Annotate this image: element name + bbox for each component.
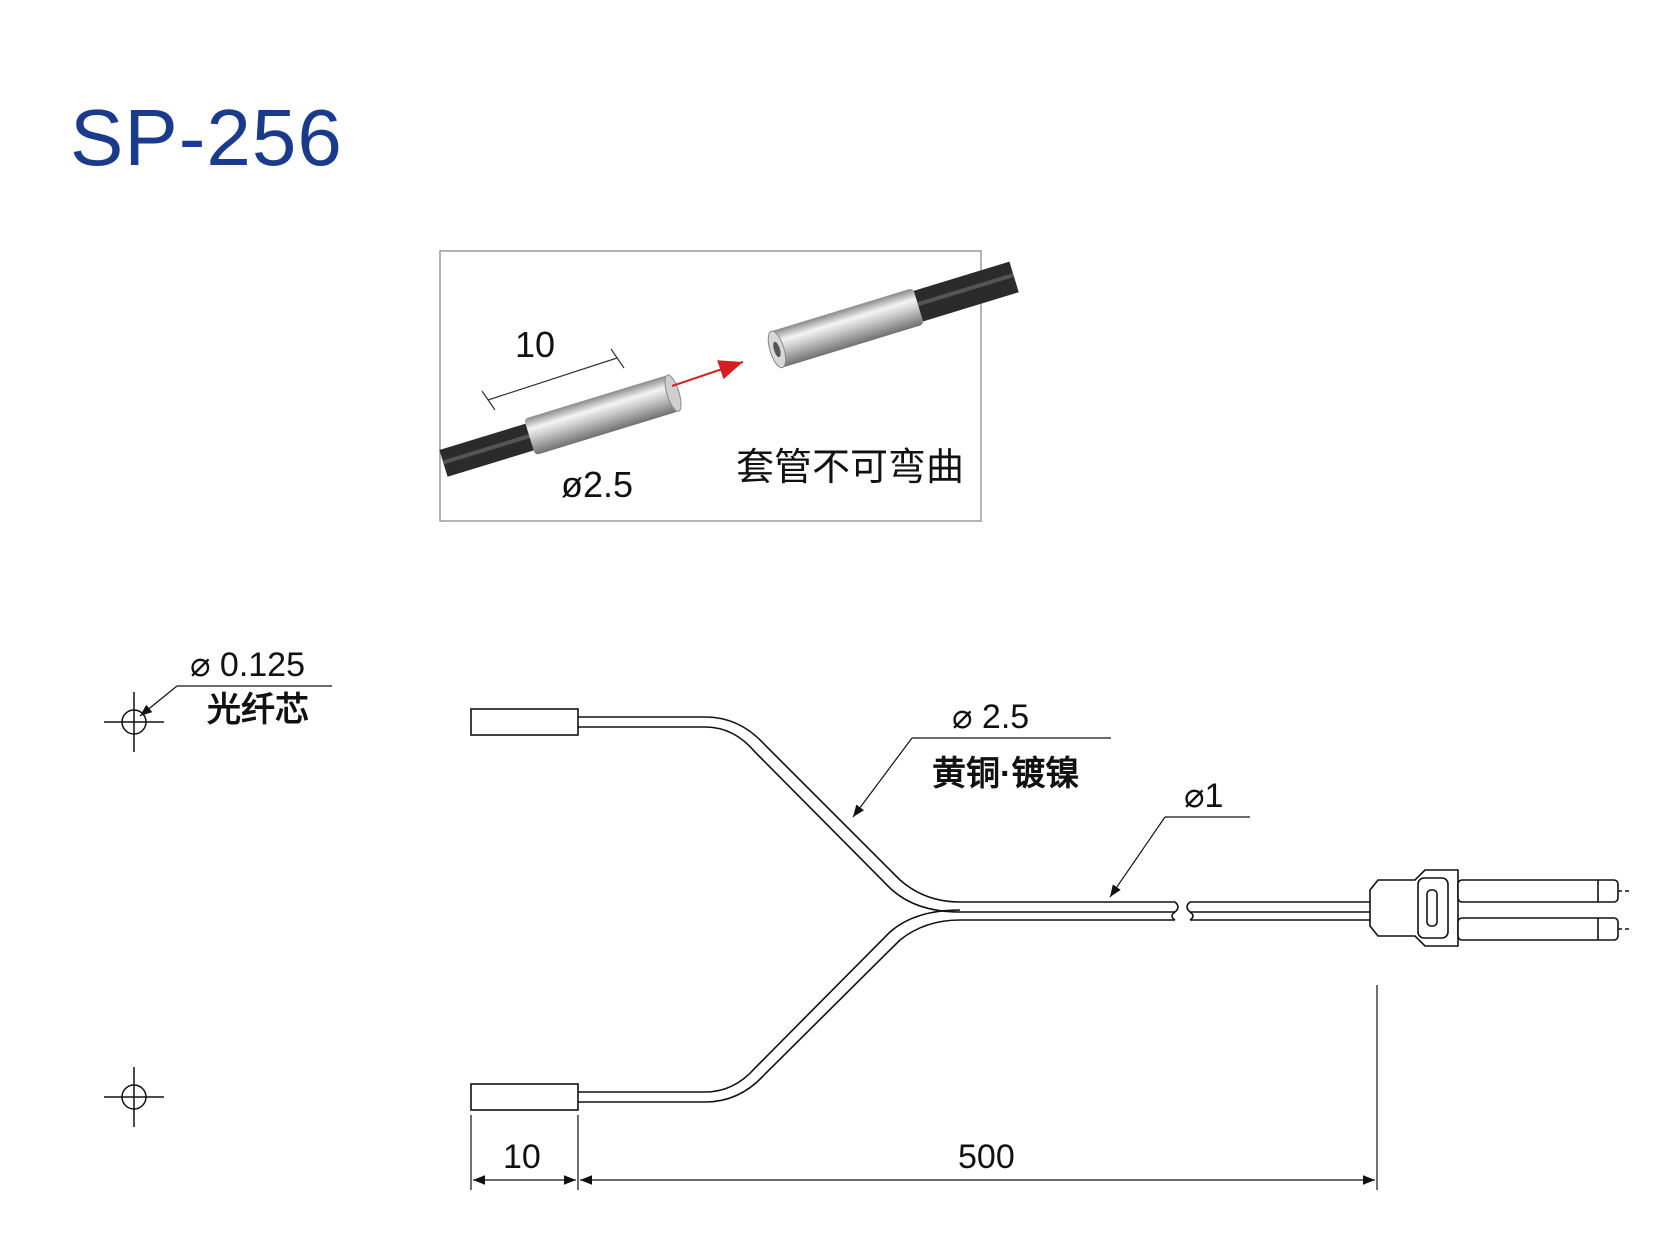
sleeve-top (470, 708, 579, 736)
fiber-assembly (470, 708, 579, 1111)
sleeve-bottom (470, 1083, 579, 1111)
core-leader (139, 685, 332, 717)
dim-tip-length: 10 (503, 1138, 541, 1176)
fiber-leader (1109, 816, 1250, 898)
sleeve-diameter-label: ⌀ 2.5 (952, 698, 1029, 736)
sleeve-leader (852, 737, 1111, 818)
page-title: SP-256 (70, 93, 343, 182)
fiber-core-symbol-top (104, 692, 164, 752)
fiber-core-symbol-bottom (104, 1067, 164, 1127)
fiber-diameter-label: ⌀1 (1184, 777, 1223, 815)
sleeve-photo-inset: 10 ø2.5 套管不可弯曲 (439, 250, 1019, 522)
sleeve-right-image (767, 261, 1019, 369)
inset-length-label: 10 (515, 324, 555, 365)
core-diameter-label: ⌀ 0.125 (190, 646, 305, 684)
dim-total-length: 500 (958, 1138, 1015, 1176)
insert-direction-arrow (671, 360, 744, 387)
fiber-connector (1369, 869, 1630, 947)
sleeve-material-label: 黄铜·镀镍 (932, 755, 1079, 793)
sleeve-left-image (439, 374, 682, 477)
inset-note: 套管不可弯曲 (736, 447, 964, 489)
inset-length-dimension (481, 348, 625, 411)
core-label: 光纤芯 (207, 691, 309, 729)
inset-diameter-label: ø2.5 (561, 464, 633, 505)
dimension-lines (470, 985, 1378, 1190)
fiber-lines (578, 716, 1370, 1103)
